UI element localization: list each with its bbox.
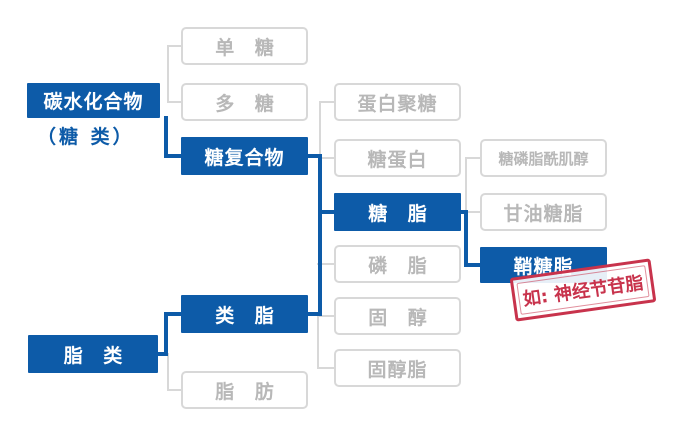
node-fat: 脂 肪: [181, 371, 308, 409]
node-carbohydrate: 碳水化合物: [27, 83, 160, 118]
node-glycophosphatidylinositol: 糖磷脂酰肌醇: [480, 139, 607, 177]
node-monosaccharide: 单 糖: [181, 27, 308, 65]
connector-glycolipid-sphingoglycolipid: [458, 210, 482, 267]
node-polysaccharide: 多 糖: [181, 83, 308, 121]
node-proteoglycan: 蛋白聚糖: [334, 83, 461, 121]
connector-lipidclass-glycolipid: [306, 210, 322, 316]
node-lipid-class: 类 脂: [181, 295, 308, 333]
node-sterol-ester: 固醇脂: [334, 349, 461, 387]
connector-lipids-lipidclass: [156, 312, 183, 356]
node-glycoprotein: 糖蛋白: [334, 139, 461, 177]
node-carbohydrate-subtitle: （糖 类）: [37, 126, 135, 148]
node-glycoconjugate: 糖复合物: [181, 137, 308, 175]
connector-glycoconjugate-glycolipid: [306, 154, 336, 214]
connector-fat: [167, 353, 182, 391]
connector-sterol-ester: [317, 315, 335, 369]
node-sterol: 固 醇: [334, 297, 461, 335]
node-lipids: 脂 类: [28, 335, 158, 373]
node-glyceroglycolipid: 甘油糖脂: [480, 193, 607, 231]
connector-carbohydrate-glycoconjugate: [164, 116, 183, 158]
connector-proteoglycan: [319, 101, 335, 159]
node-phospholipid: 磷 脂: [334, 245, 461, 283]
connector-monosaccharide: [167, 45, 182, 103]
node-glycolipid: 糖 脂: [334, 193, 461, 231]
connector-glycophosphatidyl: [465, 157, 481, 213]
